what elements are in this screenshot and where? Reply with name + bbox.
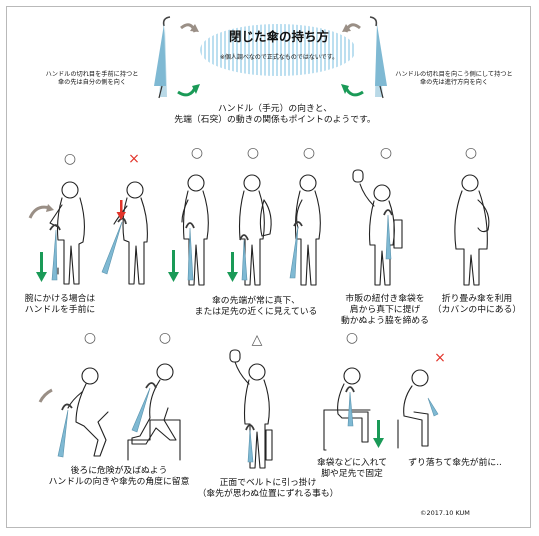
caption-line: 後ろに危険が及ばぬよう — [70, 466, 168, 476]
border-frame — [6, 6, 531, 528]
title-badge — [200, 24, 356, 76]
caption-line: 脚や足先で固定 — [321, 468, 383, 479]
danger-arrow — [116, 200, 126, 220]
figure-hand-hold — [181, 174, 209, 286]
note-line: ハンドルの切れ目を手前に持つと — [45, 71, 139, 78]
page-title: 閉じた傘の持ち方 — [228, 29, 329, 44]
note-line: 傘の先は進行方向を向く — [419, 78, 489, 86]
caption-line: ずり落ちて傘先が前に.. — [408, 458, 502, 468]
caption-point-down: 傘の先端が常に真下、 または足先の近くに見えている — [176, 296, 336, 318]
umbrella-handles — [49, 209, 393, 431]
figure-arm-carry — [49, 181, 86, 285]
caption-line: 折り畳み傘を利用 — [441, 294, 513, 304]
good-mark: ○ — [464, 145, 478, 161]
figure-folding-umbrella — [454, 174, 490, 286]
caption-stairs: 後ろに危険が及ばぬよう ハンドルの向きや傘先の角度に留意 — [24, 466, 214, 488]
caption-seated-bad: ずり落ちて傘先が前に.. — [396, 458, 514, 469]
direction-arrows — [36, 250, 384, 448]
caption-line: 腕にかける場合は — [24, 294, 96, 304]
figure-stairs — [67, 367, 109, 457]
fair-mark: △ — [251, 332, 263, 348]
good-mark: ○ — [190, 145, 204, 161]
caption-line: 肩から真下に提げ — [349, 304, 421, 315]
caption-belt: 正面でベルトに引っ掛け （傘先が思わぬ位置にずれる事も） — [188, 478, 348, 500]
figure-seated-bad — [397, 369, 429, 449]
credit: ©2017.10 KUM — [420, 509, 470, 517]
good-mark: ○ — [345, 330, 359, 346]
caption-line: 傘の先端が常に真下、 — [212, 296, 300, 306]
caption-seated: 傘袋などに入れて 脚や足先で固定 — [302, 458, 402, 480]
bad-mark: × — [434, 350, 446, 366]
caption-line: ハンドルを手前に — [24, 304, 96, 315]
caption-line: （カバンの中にある） — [432, 304, 522, 315]
good-mark: ○ — [302, 145, 316, 161]
umbrellas — [51, 214, 439, 463]
caption-line: 傘袋などに入れて — [316, 458, 388, 468]
good-mark: ○ — [246, 145, 260, 161]
caption-line: 正面でベルトに引っ掛け — [219, 478, 317, 488]
disclaimer: ※個人調べなので正式なものではないです。 — [219, 54, 339, 61]
caption-line: ハンドルの向きや傘先の角度に留意 — [48, 476, 190, 487]
figure-bag-hold — [238, 174, 272, 286]
bad-mark: × — [128, 151, 140, 167]
caption-shoulder-bag: 市販の紐付き傘袋を 肩から真下に提げ 動かぬよう脇を締める — [330, 294, 440, 327]
intro-line: 先端（石突）の動きの関係もポイントのようです。 — [174, 114, 376, 125]
figure-seated — [323, 367, 371, 451]
good-mark: ○ — [83, 330, 97, 346]
good-mark: ○ — [158, 330, 172, 346]
note-line: 傘の先は自分の側を向く — [57, 78, 127, 86]
good-mark: ○ — [63, 151, 77, 167]
caption-line: （傘先が思わぬ位置にずれる事も） — [197, 488, 339, 499]
figure-belt — [229, 349, 273, 469]
caption-folding: 折り畳み傘を利用 （カバンの中にある） — [425, 294, 529, 316]
top-left-note: ハンドルの切れ目を手前に持つと 傘の先は自分の側を向く — [22, 71, 162, 87]
note-line: ハンドルの切れ目を向こう側にして持つと — [395, 71, 513, 78]
caption-line: または足先の近くに見えている — [194, 306, 318, 317]
umbrella-toward-self-icon — [154, 16, 200, 99]
intro-text: ハンドル（手元）の向きと、 先端（石突）の動きの関係もポイントのようです。 — [160, 104, 390, 126]
figure-shoulder-bag — [352, 169, 403, 286]
good-mark: ○ — [379, 145, 393, 161]
caption-line: 市販の紐付き傘袋を — [345, 294, 425, 304]
figure-stairs-2 — [127, 363, 181, 461]
figure-side-hold — [294, 174, 321, 286]
umbrella-forward-icon — [341, 16, 387, 99]
top-right-note: ハンドルの切れ目を向こう側にして持つと 傘の先は進行方向を向く — [384, 71, 524, 87]
caption-line: 動かぬよう脇を締める — [341, 315, 429, 326]
intro-line: ハンドル（手元）の向きと、 — [217, 104, 332, 114]
caption-arm-carry: 腕にかける場合は ハンドルを手前に — [8, 294, 112, 316]
